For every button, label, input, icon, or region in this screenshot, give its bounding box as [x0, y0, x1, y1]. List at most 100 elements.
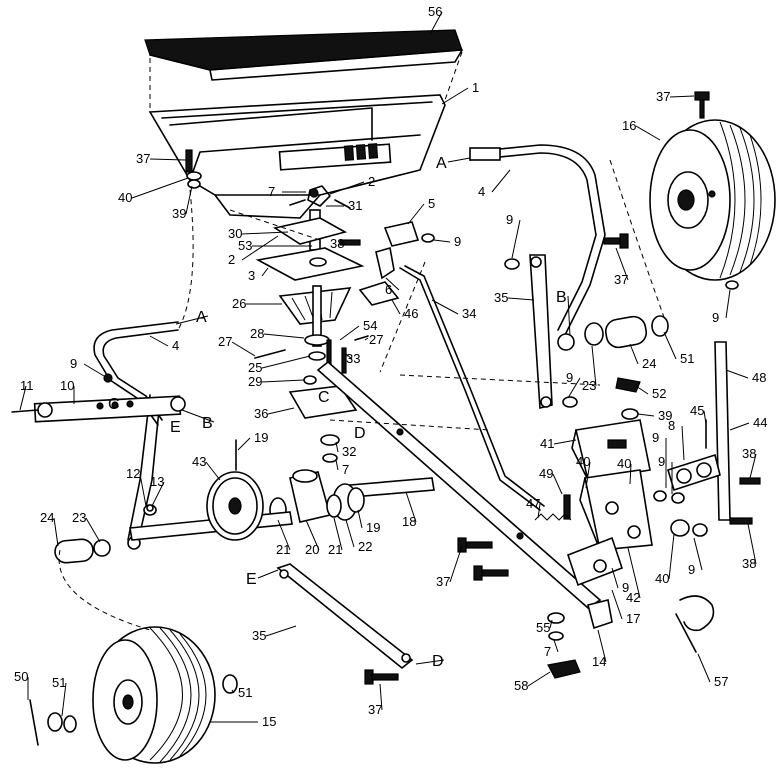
left-handle — [93, 321, 179, 426]
leader-line — [261, 355, 311, 369]
part-callout-19: 19 — [254, 430, 268, 445]
axle-bar — [11, 395, 186, 423]
leader-line — [693, 537, 703, 571]
leader-line — [747, 523, 757, 565]
lower-right-parts — [547, 536, 715, 679]
leader-line — [241, 231, 289, 235]
leader-line — [85, 517, 101, 543]
part-callout-50: 50 — [14, 669, 28, 684]
leader-line — [415, 659, 445, 665]
leader-line — [668, 533, 675, 580]
part-callout-35: 35 — [494, 290, 508, 305]
cotter-pin — [29, 699, 39, 746]
part-callout-37: 37 — [136, 151, 150, 166]
connection-letter-B: B — [202, 415, 213, 432]
part-callout-17: 17 — [626, 611, 640, 626]
leader-line — [585, 461, 591, 489]
part-callout-37: 37 — [436, 574, 450, 589]
part-callout-37: 37 — [656, 89, 670, 104]
leader-line — [447, 157, 471, 163]
part-callout-38: 38 — [330, 236, 344, 251]
bolt — [146, 504, 154, 512]
leader-line — [441, 87, 469, 105]
part-callout-8: 8 — [668, 418, 675, 433]
part-callout-22: 22 — [358, 539, 372, 554]
leader-line — [611, 567, 619, 589]
leader-line — [185, 185, 193, 215]
part-callout-40: 40 — [576, 454, 590, 469]
connection-letter-C: C — [108, 396, 120, 413]
leader-line — [629, 343, 639, 365]
part-callout-23: 23 — [72, 510, 86, 525]
part-callout-20: 20 — [305, 542, 319, 557]
leader-line — [567, 377, 581, 399]
leader-line — [681, 425, 685, 461]
leader-lines — [19, 11, 757, 723]
part-callout-14: 14 — [592, 654, 606, 669]
leader-line — [261, 267, 269, 277]
control-bracket — [571, 419, 651, 481]
leader-line — [391, 299, 401, 315]
leader-line — [725, 369, 749, 379]
part-callout-3: 3 — [248, 268, 255, 283]
part-callout-44: 44 — [753, 415, 767, 430]
part-callout-38: 38 — [742, 556, 756, 571]
part-callout-27: 27 — [369, 332, 383, 347]
part-callout-25: 25 — [248, 360, 262, 375]
leader-line — [627, 547, 641, 599]
leader-line — [635, 125, 661, 141]
part-callout-12: 12 — [126, 466, 140, 481]
right-handle — [469, 144, 606, 351]
part-callout-9: 9 — [652, 430, 659, 445]
leader-line — [261, 379, 305, 383]
leader-line — [552, 473, 563, 495]
leader-line — [591, 345, 597, 387]
guide-line — [399, 374, 601, 386]
part-callout-39: 39 — [172, 206, 186, 221]
leader-line — [231, 341, 256, 357]
part-callout-29: 29 — [248, 374, 262, 389]
leader-line — [151, 481, 165, 507]
part-callout-9: 9 — [658, 454, 665, 469]
hopper-cover — [144, 29, 463, 81]
leader-line — [329, 181, 365, 195]
labels: 5613716374039723130532385949379362646353… — [14, 4, 767, 729]
part-callout-56: 56 — [428, 4, 442, 19]
part-callout-36: 36 — [254, 406, 268, 421]
nut — [504, 258, 520, 270]
part-callout-21: 21 — [328, 542, 342, 557]
part-callout-26: 26 — [232, 296, 246, 311]
part-callout-54: 54 — [363, 318, 377, 333]
left-axle-parts — [54, 538, 111, 564]
part-callout-7: 7 — [544, 644, 551, 659]
part-callout-4: 4 — [478, 184, 485, 199]
part-callout-2: 2 — [228, 252, 235, 267]
leader-line — [553, 639, 559, 653]
bolt — [364, 669, 399, 685]
leader-line — [527, 671, 551, 687]
leader-line — [149, 335, 169, 347]
part-callout-7: 7 — [268, 184, 275, 199]
part-callout-35: 35 — [252, 628, 266, 643]
part-callout-9: 9 — [622, 580, 629, 595]
part-callout-9: 9 — [506, 212, 513, 227]
part-callout-43: 43 — [192, 454, 206, 469]
leader-line — [669, 95, 695, 98]
frame-bolts — [457, 537, 509, 581]
part-callout-5: 5 — [428, 196, 435, 211]
left-wheel — [92, 626, 216, 764]
leader-line — [511, 219, 521, 259]
leader-line — [697, 653, 711, 683]
leader-line — [385, 277, 400, 291]
part-callout-38: 38 — [742, 446, 756, 461]
leader-line — [357, 509, 363, 529]
leader-line — [449, 545, 463, 583]
part-callout-7: 7 — [342, 462, 349, 477]
leader-line — [703, 410, 707, 425]
part-callout-13: 13 — [150, 474, 164, 489]
agitator-assembly — [254, 185, 369, 463]
part-callout-42: 42 — [626, 590, 640, 605]
part-callout-9: 9 — [454, 234, 461, 249]
leader-line — [429, 11, 443, 35]
